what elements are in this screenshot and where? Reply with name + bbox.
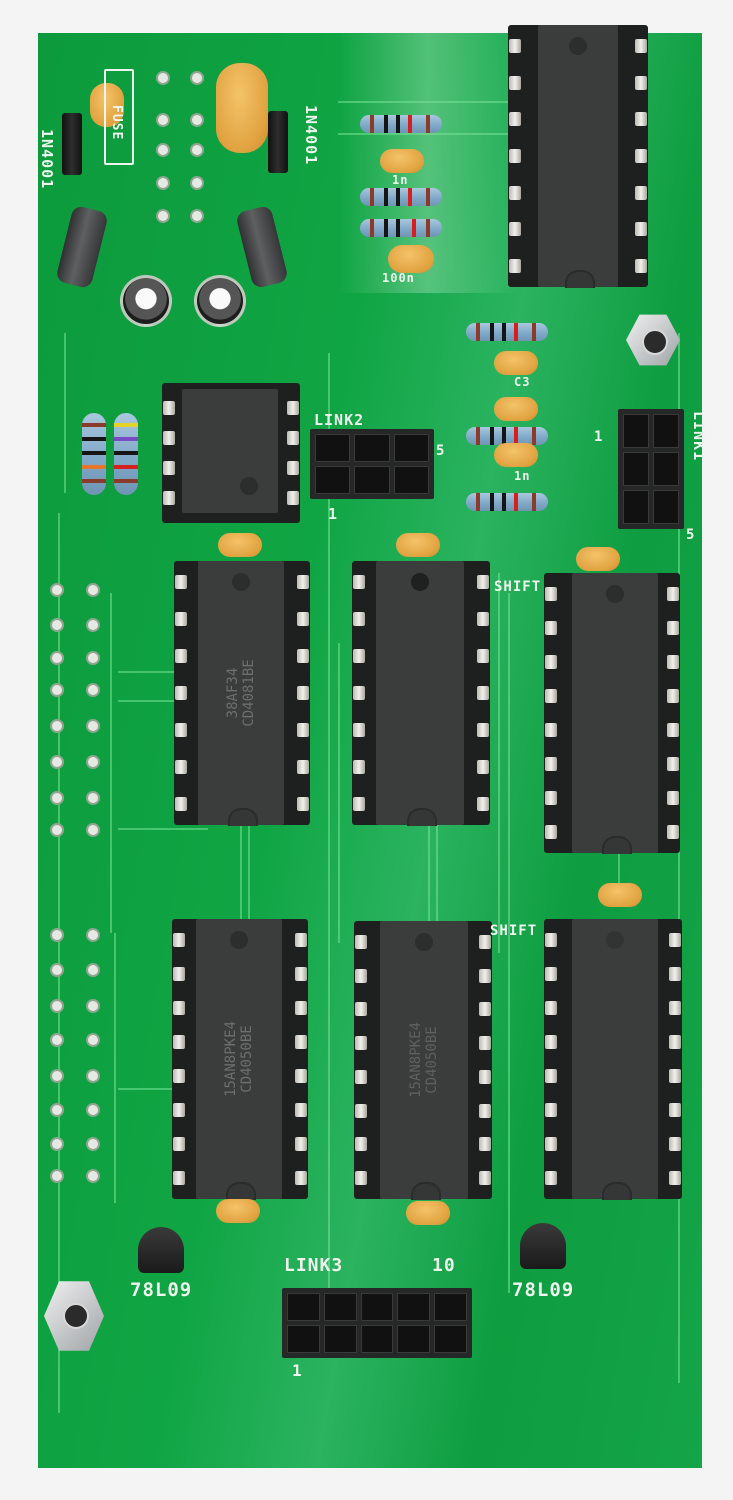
link1-header[interactable] xyxy=(618,409,684,529)
trace xyxy=(110,593,112,933)
diode-1n4001-right xyxy=(268,111,288,173)
label-link1-pin5: 5 xyxy=(686,527,696,543)
header-pin xyxy=(190,143,204,157)
label-link2: LINK2 xyxy=(314,411,365,429)
label-78l09-left: 78L09 xyxy=(130,1279,193,1301)
voltage-regulator-left xyxy=(138,1227,184,1273)
trace xyxy=(618,853,620,893)
diode-1n4001-left xyxy=(62,113,82,175)
trace xyxy=(338,133,508,135)
capacitor xyxy=(494,443,538,467)
label-78l09-right: 78L09 xyxy=(512,1279,575,1301)
header-pin xyxy=(156,113,170,127)
label-shift-top: SHIFT xyxy=(494,579,542,595)
resistor xyxy=(466,323,548,341)
header-pin xyxy=(190,71,204,85)
trace xyxy=(248,823,250,953)
header-pin xyxy=(190,176,204,190)
header-pin xyxy=(156,209,170,223)
ferrite-inductor-left xyxy=(55,204,109,290)
label-link2-pin5: 5 xyxy=(436,443,446,459)
trace xyxy=(328,353,330,1313)
capacitor xyxy=(380,149,424,173)
fuse-outline xyxy=(104,69,134,165)
resistor xyxy=(360,115,442,133)
header-pin xyxy=(190,209,204,223)
voltage-regulator-right xyxy=(520,1223,566,1269)
ic-dip14-top-right xyxy=(508,25,648,288)
chip-marking-line2: CD4081BE xyxy=(241,659,257,727)
chip-marking-line2: CD4050BE xyxy=(424,1026,440,1094)
label-c3: C3 xyxy=(514,375,531,389)
trace xyxy=(64,333,66,493)
trace xyxy=(240,823,242,953)
chip-marking-line1: 15AN8PKE4 xyxy=(223,1021,239,1097)
label-1n: 1n xyxy=(514,469,531,483)
resistor xyxy=(82,413,106,495)
label-fuse: FUSE xyxy=(109,105,124,141)
label-link3-pin10: 10 xyxy=(432,1255,456,1276)
label-link1-pin1: 1 xyxy=(594,429,604,445)
trace xyxy=(118,671,178,673)
label-link2-pin1: 1 xyxy=(328,505,339,523)
label-1n4001-right: 1N4001 xyxy=(302,105,320,166)
trace xyxy=(114,933,116,1203)
capacitor xyxy=(494,397,538,421)
trace xyxy=(338,101,508,103)
ic-row1-middle xyxy=(352,561,490,826)
ic-row2-right xyxy=(544,919,682,1200)
ferrite-inductor-right xyxy=(235,204,289,290)
trace xyxy=(118,700,178,702)
trace xyxy=(428,823,430,953)
capacitor xyxy=(90,83,124,127)
standoff-spacer xyxy=(626,313,680,367)
label-1n4001-left: 1N4001 xyxy=(38,129,56,190)
label-shift-bottom: SHIFT xyxy=(490,923,538,939)
chip-marking-line1: 15AN8PKE4 xyxy=(408,1022,424,1098)
label-link3: LINK3 xyxy=(284,1255,344,1276)
capacitor-large xyxy=(216,63,268,153)
ic-row1-right xyxy=(544,573,680,854)
trace xyxy=(118,1088,178,1090)
chip-marking-line1: 38AF34 xyxy=(225,667,241,719)
capacitor xyxy=(396,533,440,557)
pcb-board: 1N4001 FUSE 1N4001 1n 100n C3 xyxy=(38,25,708,1468)
capacitor xyxy=(216,1199,260,1223)
trace xyxy=(118,828,208,830)
capacitor xyxy=(406,1201,450,1225)
label-link1: LINK1 xyxy=(690,411,708,462)
resistor xyxy=(114,413,138,495)
chip-marking-line2: CD4050BE xyxy=(239,1025,255,1093)
trace xyxy=(508,593,510,1293)
header-pin xyxy=(190,113,204,127)
capacitor xyxy=(494,351,538,375)
resistor xyxy=(466,493,548,511)
ic-dip8 xyxy=(162,383,300,523)
label-100n: 100n xyxy=(382,271,415,285)
header-pin xyxy=(156,143,170,157)
label-link3-pin1: 1 xyxy=(292,1361,303,1380)
electrolytic-capacitor xyxy=(120,275,172,327)
standoff-spacer xyxy=(44,1279,104,1353)
resistor xyxy=(466,427,548,445)
trace xyxy=(498,573,500,953)
link3-header[interactable] xyxy=(282,1288,472,1358)
trace xyxy=(436,823,438,953)
resistor xyxy=(360,188,442,206)
capacitor xyxy=(576,547,620,571)
capacitor xyxy=(598,883,642,907)
link2-header[interactable] xyxy=(310,429,434,499)
trace xyxy=(678,333,680,1383)
resistor xyxy=(360,219,442,237)
capacitor xyxy=(218,533,262,557)
header-pin xyxy=(156,176,170,190)
header-pin xyxy=(156,71,170,85)
capacitor xyxy=(388,245,434,273)
electrolytic-capacitor xyxy=(194,275,246,327)
trace xyxy=(338,643,340,943)
label-1n: 1n xyxy=(392,173,409,187)
